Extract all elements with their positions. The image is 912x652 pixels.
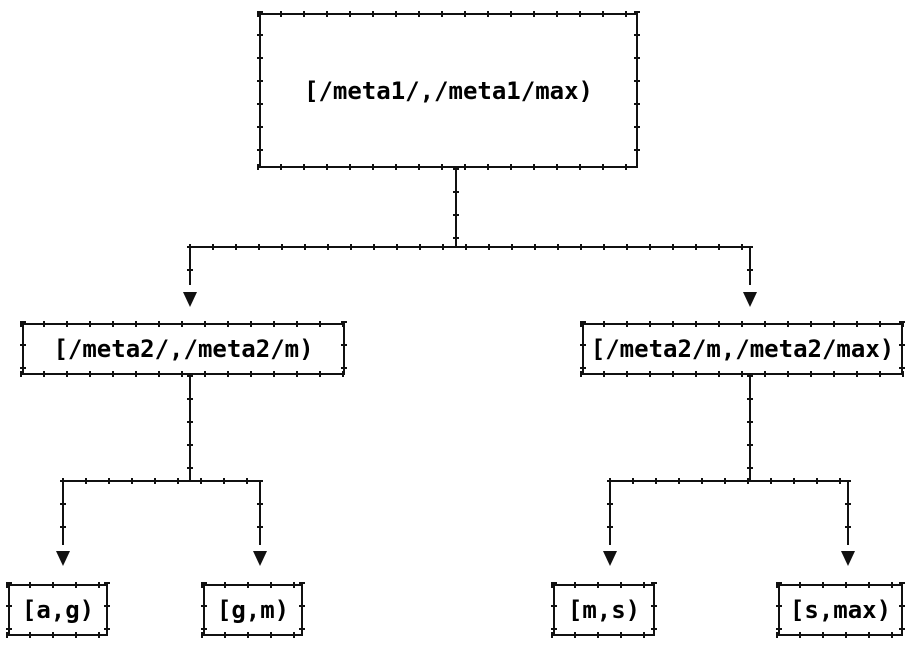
- node-leaf-smax-label: [s,max): [789, 596, 892, 624]
- connector-level2-right-bar: [609, 478, 849, 484]
- connector-meta2-right-trunk: [747, 375, 753, 482]
- connector-level2-drop-ag: [60, 480, 66, 545]
- connector-level2-drop-smax: [845, 480, 851, 545]
- connector-level2-drop-ms: [607, 480, 613, 545]
- node-leaf-gm: [g,m): [201, 582, 305, 638]
- node-leaf-gm-label: [g,m): [216, 596, 290, 624]
- node-meta2-left-label: [/meta2/,/meta2/m): [53, 335, 314, 363]
- arrow-down-icon: [183, 292, 197, 307]
- node-leaf-ag-label: [a,g): [21, 596, 95, 624]
- arrow-down-icon: [253, 551, 267, 566]
- node-leaf-ms: [m,s): [551, 582, 657, 638]
- connector-root-trunk: [453, 168, 459, 248]
- node-root-label: [/meta1/,/meta1/max): [304, 76, 593, 105]
- node-meta2-right: [/meta2/m,/meta2/max): [580, 321, 905, 377]
- connector-level1-drop-right: [747, 246, 753, 285]
- arrow-down-icon: [743, 292, 757, 307]
- connector-meta2-left-trunk: [187, 375, 193, 482]
- node-root: [/meta1/,/meta1/max): [257, 11, 640, 170]
- arrow-down-icon: [841, 551, 855, 566]
- node-meta2-left: [/meta2/,/meta2/m): [20, 321, 347, 377]
- node-leaf-ms-label: [m,s): [567, 596, 641, 624]
- node-leaf-ag: [a,g): [6, 582, 110, 638]
- node-leaf-smax: [s,max): [776, 582, 905, 638]
- node-meta2-right-label: [/meta2/m,/meta2/max): [590, 335, 895, 363]
- arrow-down-icon: [56, 551, 70, 566]
- connector-level1-bar: [189, 244, 751, 250]
- connector-level1-drop-left: [187, 246, 193, 285]
- arrow-down-icon: [603, 551, 617, 566]
- connector-level2-left-bar: [62, 478, 261, 484]
- connector-level2-drop-gm: [257, 480, 263, 545]
